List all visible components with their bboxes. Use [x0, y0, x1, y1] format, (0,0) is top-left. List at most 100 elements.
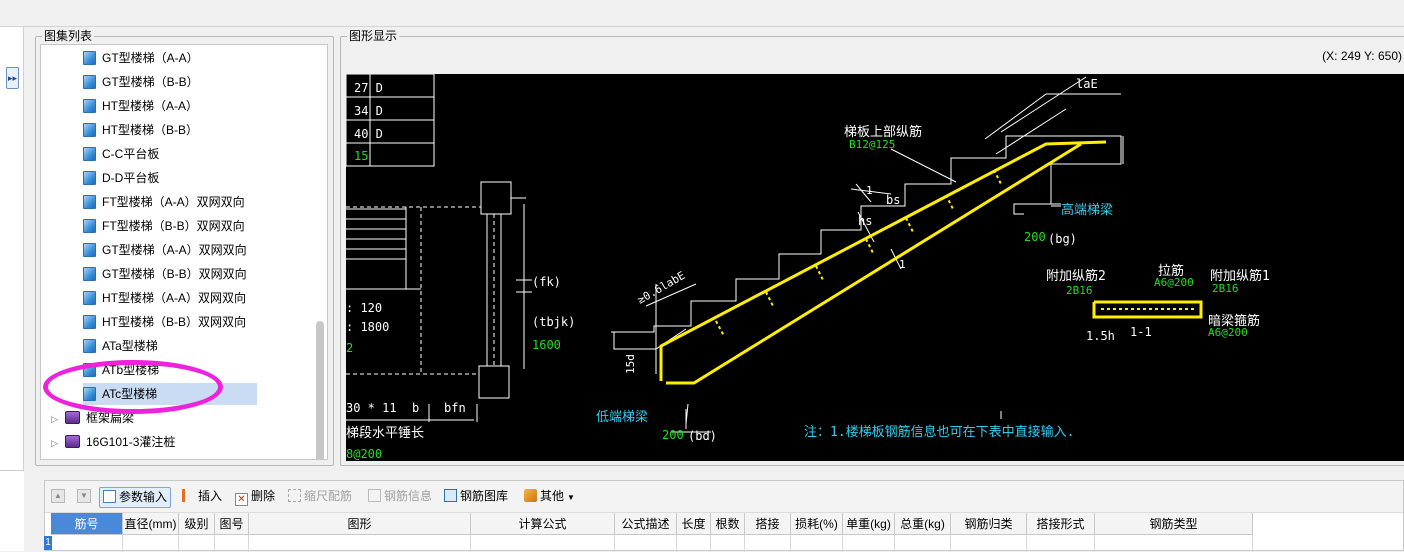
rebar-lib-label: 钢筋图库: [460, 489, 509, 503]
tree-folder[interactable]: ▷ 框架扁梁: [51, 407, 134, 429]
tree-folder[interactable]: ▷16G101-3灌注桩: [51, 431, 175, 453]
hidden-stirrup-label: 暗梁箍筋: [1208, 313, 1260, 329]
table-cell[interactable]: [615, 535, 677, 552]
high-beam-bg: (bg): [1048, 232, 1077, 246]
tree-item-label: GT型楼梯（B-B）: [102, 75, 199, 89]
move-up-icon[interactable]: ▲: [51, 489, 65, 503]
table-cell[interactable]: [895, 535, 951, 552]
tie-spec: A6@200: [1154, 276, 1194, 289]
other-icon: [524, 489, 537, 502]
document-icon: [83, 339, 96, 353]
table-cell[interactable]: [951, 535, 1027, 552]
tree-item-label: HT型楼梯（A-A）: [102, 99, 199, 113]
drawing-fk: (fk): [532, 275, 561, 289]
insert-button[interactable]: 插入: [179, 487, 225, 508]
scale-rebar-button[interactable]: 缩尺配筋: [285, 487, 355, 508]
column-header[interactable]: 图号: [215, 513, 249, 535]
tree-item[interactable]: HT型楼梯（A-A）: [83, 95, 198, 117]
param-input-icon: [103, 490, 116, 503]
table-cell[interactable]: [215, 535, 249, 552]
d15-label: 15d: [624, 354, 637, 374]
drawing-tbjk: (tbjk): [532, 315, 575, 329]
document-icon: [83, 291, 96, 305]
column-header[interactable]: 钢筋归类: [951, 513, 1027, 535]
rebar-info-button[interactable]: 钢筋信息: [365, 487, 435, 508]
column-header[interactable]: 搭接形式: [1027, 513, 1095, 535]
tree-item[interactable]: GT型楼梯（A-A）双网双向: [83, 239, 247, 261]
tree-item[interactable]: HT型楼梯（B-B）: [83, 119, 198, 141]
expand-arrow-icon[interactable]: ▷: [51, 414, 58, 424]
column-header[interactable]: 筋号: [51, 513, 123, 535]
rebar-table-panel: ▲ ▼ 参数输入 插入 ✕删除 缩尺配筋 钢筋信息 钢筋图库 其他▼ 筋号直径(…: [44, 480, 1404, 552]
column-header[interactable]: 总重(kg): [895, 513, 951, 535]
column-header[interactable]: 损耗(%): [791, 513, 843, 535]
tree-item[interactable]: HT型楼梯（B-B）双网双向: [83, 311, 246, 333]
extra-rebar2-label: 附加纵筋2: [1046, 268, 1106, 284]
column-header[interactable]: 计算公式: [471, 513, 615, 535]
rebar-lib-button[interactable]: 钢筋图库: [441, 487, 511, 508]
atlas-list-group: 图集列表: [35, 29, 334, 466]
tree-scrollbar[interactable]: [316, 321, 324, 459]
tie-label: 拉筋: [1158, 263, 1184, 279]
column-header[interactable]: 钢筋类型: [1095, 513, 1253, 535]
extra-rebar1-spec: 2B16: [1212, 282, 1239, 295]
table-cell[interactable]: [179, 535, 215, 552]
scale-rebar-icon: [288, 489, 301, 502]
table-cell[interactable]: [745, 535, 791, 552]
column-header[interactable]: 级别: [179, 513, 215, 535]
other-menu-button[interactable]: 其他▼: [521, 487, 578, 508]
table-cell[interactable]: [249, 535, 471, 552]
table-row[interactable]: [51, 535, 1253, 552]
document-icon: [83, 219, 96, 233]
display-group: 图形显示: [340, 29, 1404, 466]
tree-item[interactable]: GT型楼梯（A-A）: [83, 47, 199, 69]
column-header[interactable]: 直径(mm): [123, 513, 179, 535]
delete-button[interactable]: ✕删除: [232, 487, 278, 508]
column-header[interactable]: 根数: [711, 513, 745, 535]
high-beam-200: 200: [1024, 230, 1046, 244]
table-cell[interactable]: [677, 535, 711, 552]
document-icon: [83, 147, 96, 161]
column-header[interactable]: 公式描述: [615, 513, 677, 535]
tree-item[interactable]: FT型楼梯（A-A）双网双向: [83, 191, 245, 213]
tree-item[interactable]: FT型楼梯（B-B）双网双向: [83, 215, 245, 237]
tree-item-label: HT型楼梯（B-B）双网双向: [102, 315, 247, 329]
move-down-icon[interactable]: ▼: [77, 489, 91, 503]
section-label: 1-1: [1130, 325, 1152, 339]
param-input-button[interactable]: 参数输入: [99, 487, 172, 508]
expand-arrow-icon[interactable]: ▷: [51, 438, 58, 448]
table-cell[interactable]: [123, 535, 179, 552]
column-header[interactable]: 长度: [677, 513, 711, 535]
column-header[interactable]: 搭接: [745, 513, 791, 535]
row-number[interactable]: 1: [44, 536, 52, 550]
table-cell[interactable]: [51, 535, 123, 552]
delete-icon: ✕: [235, 493, 248, 506]
drawing-canvas[interactable]: 27 D 34 D 40 D 15 (fk) (tbjk) 1600 : 120…: [346, 74, 1404, 461]
table-cell[interactable]: [471, 535, 615, 552]
delete-label: 删除: [251, 489, 276, 503]
tree-item[interactable]: ATa型楼梯: [83, 335, 158, 357]
table-cell[interactable]: [711, 535, 745, 552]
document-icon: [83, 195, 96, 209]
tree-item[interactable]: C-C平台板: [83, 143, 159, 165]
tree-item-label: HT型楼梯（B-B）: [102, 123, 199, 137]
tree-item[interactable]: GT型楼梯（B-B）双网双向: [83, 263, 247, 285]
expand-panel-icon[interactable]: ▸▸: [6, 67, 19, 89]
table-cell[interactable]: [1027, 535, 1095, 552]
rebar-lib-icon: [444, 489, 457, 502]
book-icon: [65, 435, 80, 448]
column-header[interactable]: 单重(kg): [843, 513, 895, 535]
tree-item-label: 框架扁梁: [86, 411, 135, 425]
table-cell[interactable]: [1095, 535, 1253, 552]
low-beam-label: 低端梯梁: [596, 410, 648, 425]
tree-item-label: GT型楼梯（B-B）双网双向: [102, 267, 247, 281]
tree-item[interactable]: HT型楼梯（A-A）双网双向: [83, 287, 246, 309]
column-header[interactable]: 图形: [249, 513, 471, 535]
table-cell[interactable]: [843, 535, 895, 552]
tree-item-label: FT型楼梯（B-B）双网双向: [102, 219, 245, 233]
tree-item[interactable]: GT型楼梯（B-B）: [83, 71, 199, 93]
low-beam-200: 200: [662, 428, 684, 442]
tree-item-label: D-D平台板: [102, 171, 160, 185]
tree-item[interactable]: D-D平台板: [83, 167, 159, 189]
table-cell[interactable]: [791, 535, 843, 552]
